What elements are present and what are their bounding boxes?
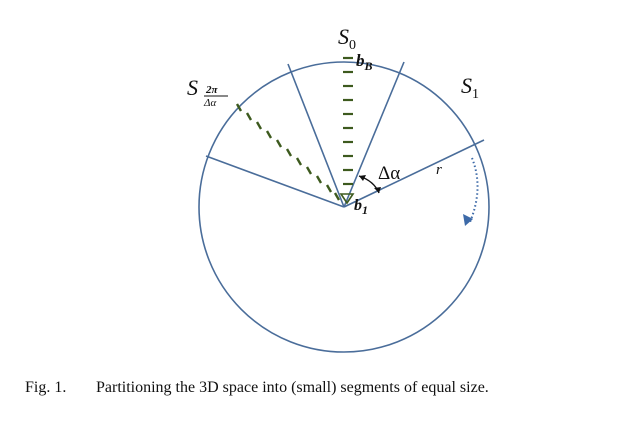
- figure-caption: Fig. 1. Partitioning the 3D space into (…: [0, 379, 632, 403]
- segment-boundary-slast-left: [205, 155, 345, 208]
- segment-boundary-s1-right: [343, 139, 485, 208]
- rotation-arrow-dotted: [469, 157, 479, 223]
- bin-dashes-s0: [343, 56, 353, 186]
- sphere-circle: [198, 61, 490, 353]
- label-bin-1: b1: [354, 197, 368, 217]
- caption-text: Partitioning the 3D space into (small) s…: [96, 379, 489, 396]
- label-bin-b: bB: [356, 51, 373, 73]
- rotation-arrowhead: [463, 214, 473, 226]
- label-s0: S0: [338, 24, 356, 53]
- arc-arrowhead-start: [359, 175, 366, 181]
- arc-arrowhead-end: [374, 187, 381, 193]
- label-delta-alpha: Δα: [378, 163, 400, 184]
- first-bin-marker: [339, 193, 355, 205]
- label-radius: r: [436, 162, 442, 178]
- label-slast-numerator: 2π: [205, 84, 219, 96]
- label-s1: S1: [461, 73, 479, 102]
- segment-boundary-s1-left: [343, 61, 405, 208]
- segment-boundary-s0-left: [287, 63, 345, 208]
- segment-partition-diagram: S0 S1 S 2π Δα bB b1 Δα r: [187, 24, 490, 353]
- bin-dashes-slast: [235, 103, 341, 201]
- caption-label: Fig. 1.: [25, 379, 67, 396]
- label-slast: S: [187, 75, 198, 100]
- label-slast-denominator: Δα: [203, 97, 216, 109]
